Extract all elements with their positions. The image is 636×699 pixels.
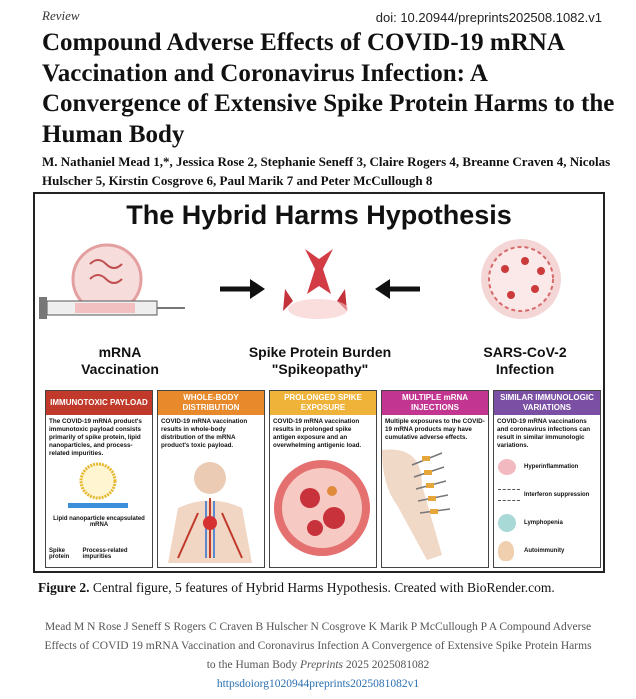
spike-burden-line2: "Spikeopathy"	[271, 361, 369, 377]
figure: The Hybrid Harms Hypothesis mRNA Vaccina…	[33, 192, 605, 573]
citation-link[interactable]: httpsdoiorg1020944preprints2025081082v1	[216, 678, 420, 690]
blood-vessel-icon	[274, 460, 370, 556]
authors: M. Nathaniel Mead 1,*, Jessica Rose 2, S…	[42, 154, 611, 188]
interferon-icon	[498, 489, 520, 501]
doi: doi: 10.20944/preprints202508.1082.v1	[375, 10, 602, 25]
spike-protein-label: Spike protein	[49, 548, 70, 560]
lymphocyte-icon	[498, 514, 516, 532]
card-text: The COVID-19 mRNA product's immunotoxic …	[49, 418, 142, 457]
citation-text: Mead M N Rose J Seneff S Rogers C Craven…	[44, 621, 592, 671]
figure-title: The Hybrid Harms Hypothesis	[126, 200, 512, 230]
arm-injections-icon	[382, 449, 451, 560]
card-title: MULTIPLE mRNA INJECTIONS	[382, 391, 488, 415]
label-spike-burden: Spike Protein Burden "Spikeopathy"	[225, 344, 415, 378]
arrow-left-icon	[375, 279, 420, 299]
card-text: Multiple exposures to the COVID-19 mRNA …	[385, 418, 485, 441]
syringe-icon	[39, 243, 185, 319]
head-icon	[498, 541, 514, 561]
card-similar-immunologic-variations: SIMILAR IMMUNOLOGIC VARIATIONS COVID-19 …	[493, 390, 601, 568]
hyperinflammation-icon	[498, 459, 516, 475]
card-text: COVID-19 mRNA vaccinations and coronavir…	[497, 418, 591, 449]
human-body-icon	[168, 462, 252, 563]
card-text: COVID-19 mRNA vaccination results in who…	[161, 418, 248, 449]
immune-item: Interferon suppression	[524, 492, 590, 498]
arrow-right-icon	[220, 279, 265, 299]
card-title: WHOLE-BODY DISTRIBUTION	[158, 391, 264, 415]
card-title: SIMILAR IMMUNOLOGIC VARIATIONS	[494, 391, 600, 415]
virus-icon	[481, 239, 561, 319]
label-sars-cov-2: SARS-CoV-2 Infection	[483, 344, 567, 377]
immune-item: Lymphopenia	[524, 520, 563, 526]
citation-journal: Preprints	[300, 659, 344, 671]
caption-label: Figure 2.	[38, 580, 90, 595]
lipid-nanoparticle-icon	[68, 462, 128, 508]
lnp-label: Lipid nanoparticle encapsulated mRNA	[53, 516, 145, 528]
spike-protein-icon	[275, 249, 355, 319]
card-title: PROLONGED SPIKE EXPOSURE	[270, 391, 376, 415]
card-multiple-injections: MULTIPLE mRNA INJECTIONS Multiple exposu…	[381, 390, 489, 568]
article-type: Review	[42, 8, 80, 23]
impurities-label: Process-related impurities	[82, 548, 128, 560]
paper-title: Compound Adverse Effects of COVID-19 mRN…	[42, 29, 615, 148]
card-text: COVID-19 mRNA vaccination results in pro…	[273, 418, 362, 449]
caption-text: Central figure, 5 features of Hybrid Har…	[92, 580, 555, 595]
spike-burden-line1: Spike Protein Burden	[248, 344, 392, 360]
figure-illustration	[39, 239, 561, 319]
card-immunotoxic-payload: IMMUNOTOXIC PAYLOAD The COVID-19 mRNA pr…	[45, 390, 153, 568]
figure-caption: Figure 2. Central figure, 5 features of …	[38, 580, 618, 596]
label-mrna-vaccination: mRNA Vaccination	[81, 344, 159, 377]
citation: Mead M N Rose J Seneff S Rogers C Craven…	[40, 618, 596, 694]
citation-year: 2025 2025081082	[345, 659, 430, 671]
immune-item: Autoimmunity	[524, 548, 565, 554]
card-whole-body-distribution: WHOLE-BODY DISTRIBUTION COVID-19 mRNA va…	[157, 390, 265, 568]
card-title: IMMUNOTOXIC PAYLOAD	[46, 391, 152, 415]
immune-item: Hyperinflammation	[524, 464, 579, 470]
card-prolonged-spike-exposure: PROLONGED SPIKE EXPOSURE COVID-19 mRNA v…	[269, 390, 377, 568]
